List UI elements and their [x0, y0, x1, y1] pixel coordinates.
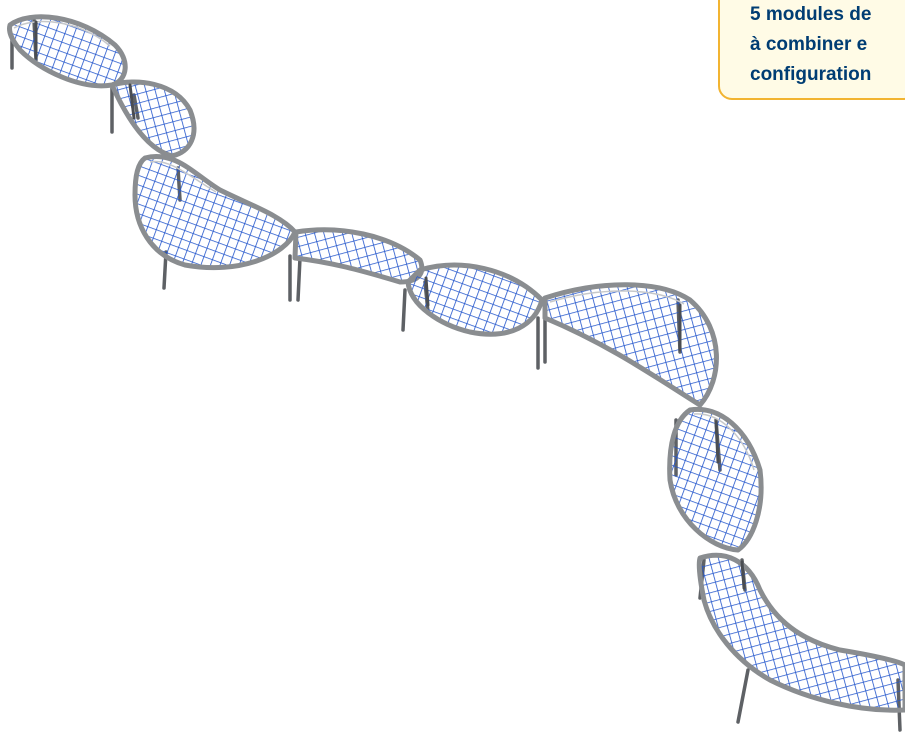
- module-7: [667, 406, 764, 553]
- module-5: [405, 262, 545, 337]
- module-8: [696, 552, 905, 713]
- module-6: [542, 282, 719, 408]
- callout-line-2: à combiner e: [750, 34, 868, 55]
- module-2: [109, 79, 197, 159]
- callout-line-3: configuration: [750, 64, 872, 85]
- module-4: [292, 227, 425, 285]
- support-posts: [34, 20, 746, 590]
- module-1: [7, 14, 128, 89]
- frame-highlights: [13, 20, 755, 471]
- callout-line-1: 5 modules de: [750, 4, 872, 25]
- info-callout: 5 modules de à combiner e configuration: [718, 0, 905, 100]
- module-3: [132, 154, 298, 271]
- bench-modules: [7, 14, 905, 713]
